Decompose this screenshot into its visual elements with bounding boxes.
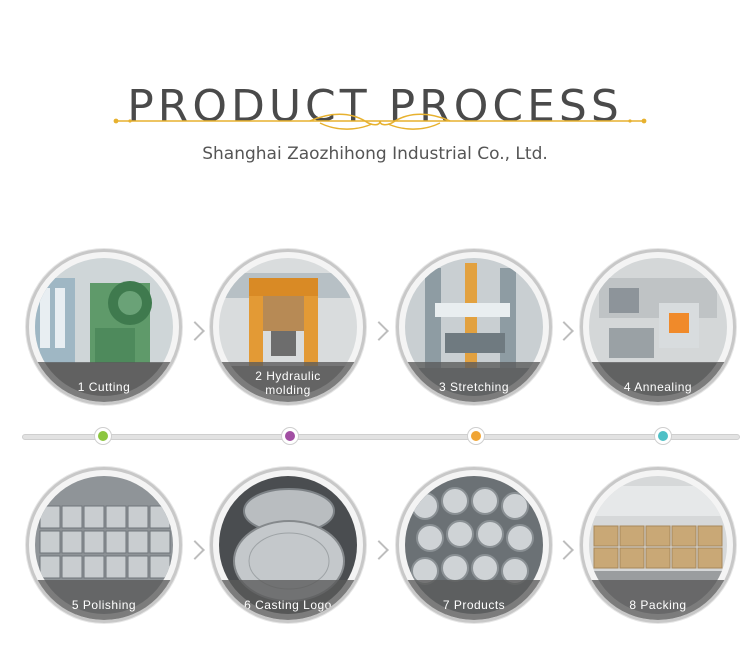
chevron-right-icon [369, 321, 389, 341]
process-step-hydraulic-molding: 2 Hydraulic molding [210, 249, 366, 405]
process-step-cutting: 1 Cutting [26, 249, 182, 405]
timeline-dot [467, 427, 485, 445]
chevron-right-icon [554, 540, 574, 560]
caption-band [583, 362, 733, 402]
timeline-dot [654, 427, 672, 445]
chevron-right-icon [185, 321, 205, 341]
timeline-dot [94, 427, 112, 445]
caption-band [583, 580, 733, 620]
caption-band [29, 362, 179, 402]
chevron-right-icon [185, 540, 205, 560]
process-step-stretching: 3 Stretching [396, 249, 552, 405]
process-step-packing: 8 Packing [580, 467, 736, 623]
step-label: 2 Hydraulic molding [255, 369, 321, 397]
step-label: 8 Packing [629, 598, 687, 612]
company-subtitle: Shanghai Zaozhihong Industrial Co., Ltd. [202, 144, 548, 164]
chevron-right-icon [554, 321, 574, 341]
step-label: 1 Cutting [77, 380, 131, 394]
process-step-annealing: 4 Annealing [580, 249, 736, 405]
process-step-polishing: 5 Polishing [26, 467, 182, 623]
timeline-dot [281, 427, 299, 445]
step-label: 5 Polishing [71, 598, 137, 612]
caption-band [399, 362, 549, 402]
caption-band [213, 362, 363, 402]
process-step-casting-logo: 6 Casting Logo [210, 467, 366, 623]
step-label: 6 Casting Logo [244, 598, 332, 612]
caption-band [399, 580, 549, 620]
step-label: 7 Products [442, 598, 506, 612]
step-label: 4 Annealing [623, 380, 693, 394]
chevron-right-icon [369, 540, 389, 560]
step-label: 3 Stretching [438, 380, 510, 394]
decorative-ornament-divider [113, 113, 647, 130]
caption-band [213, 580, 363, 620]
process-step-products: 7 Products [396, 467, 552, 623]
caption-band [29, 580, 179, 620]
process-timeline [22, 434, 740, 440]
